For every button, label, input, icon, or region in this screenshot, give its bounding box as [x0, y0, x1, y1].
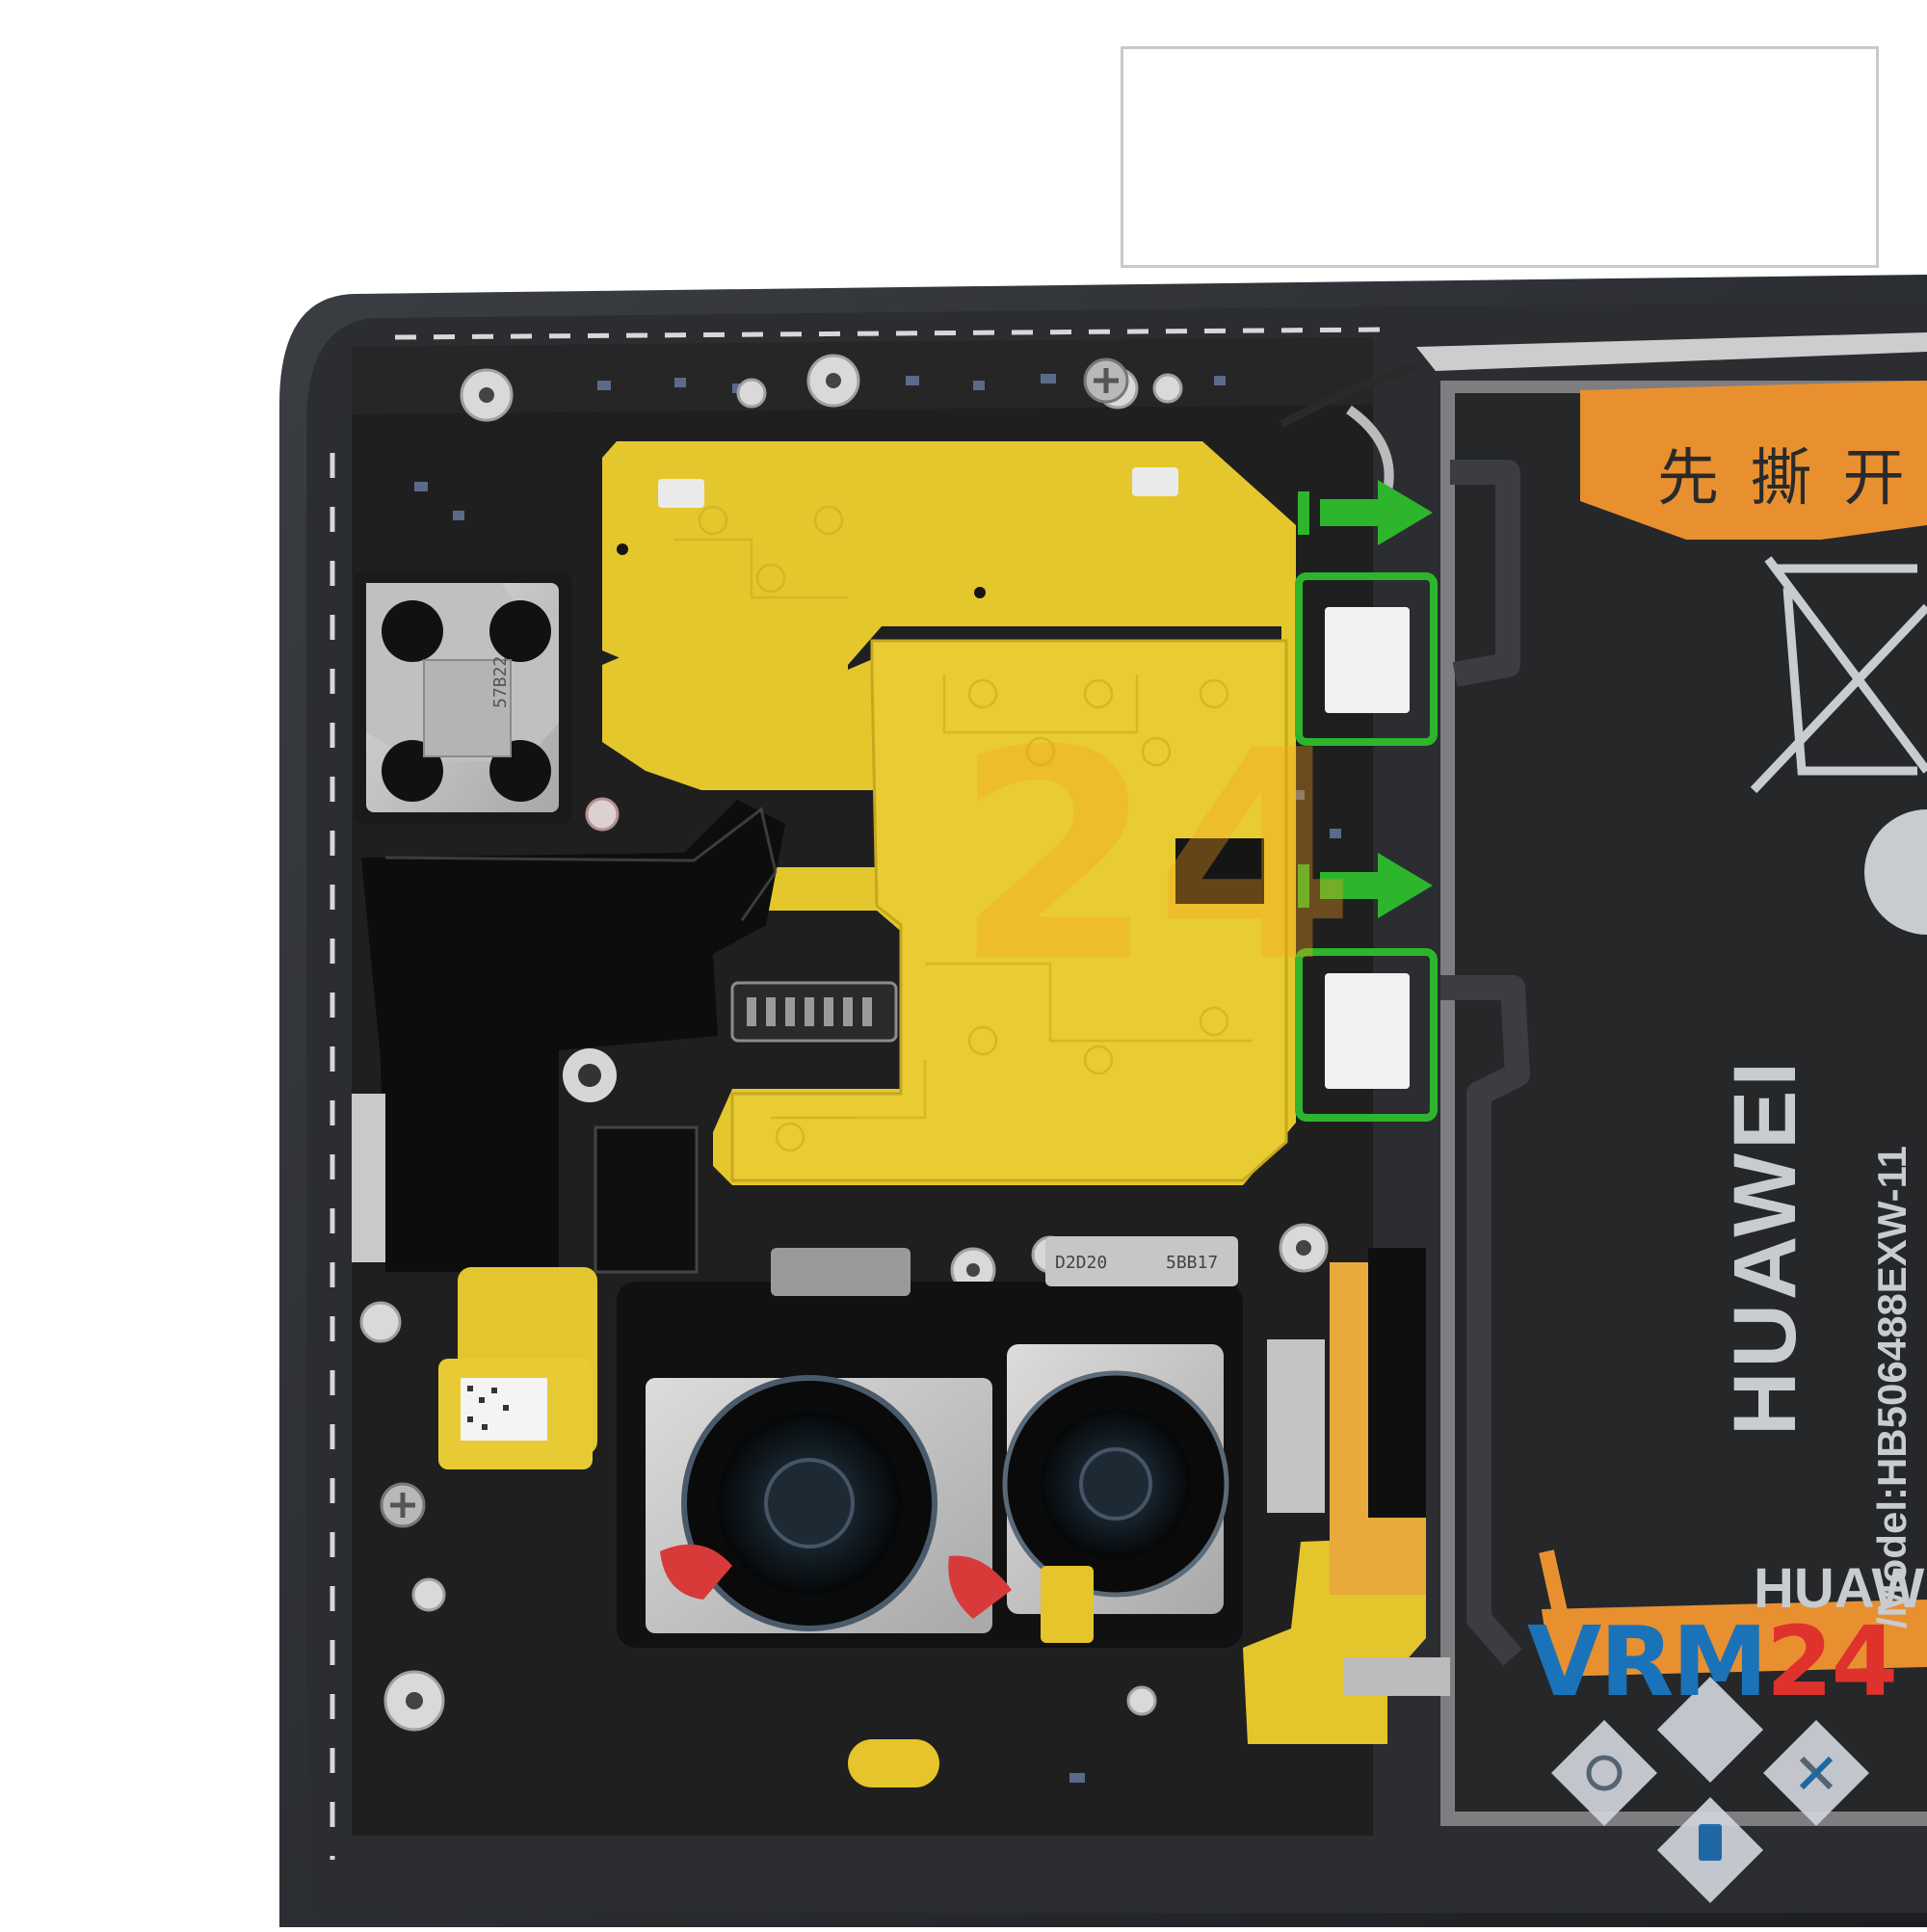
ghost-watermark: 24 [954, 689, 1357, 1025]
battery-brand-horizontal: HUAWEI [1754, 1557, 1927, 1620]
arrow-lower [1298, 853, 1433, 918]
black-tape-connectors [352, 800, 898, 1274]
battery [1440, 381, 1927, 1826]
highlight-box-upper-connector [1295, 572, 1438, 746]
screw-left [380, 1482, 426, 1528]
tool-indicator-box [1121, 46, 1879, 268]
vrm-logo-tiles [1551, 1677, 1869, 1903]
arrow-upper [1298, 480, 1433, 545]
highlight-box-lower-connector [1295, 948, 1438, 1122]
recycle-bin-icon [1750, 556, 1927, 794]
camera-stamp: 57B22 [490, 656, 511, 708]
screw-top [1083, 357, 1129, 404]
rear-camera-module: D2D20 5BB17 [617, 1236, 1243, 1648]
yellow-shield [602, 441, 1296, 1185]
chip-code: 5BB17 [1166, 1253, 1218, 1273]
flex-code: D2D20 [1055, 1253, 1107, 1273]
battery-flex-cables [1440, 460, 1530, 1666]
watermark-part1: VRM [1527, 1605, 1768, 1718]
front-camera-module: 57B22 [355, 571, 620, 832]
vrm24-watermark: VRM24 [1527, 1614, 1898, 1710]
small-yellow-shield [438, 1267, 597, 1469]
watermark-part2: 24 [1765, 1605, 1898, 1718]
battery-model-vertical: /Model:HB506488EXW-11 [1869, 1145, 1914, 1628]
battery-chinese-text: 先 撕 开 [1657, 443, 1911, 515]
battery-brand-vertical: HUAWEI [1716, 1058, 1814, 1436]
